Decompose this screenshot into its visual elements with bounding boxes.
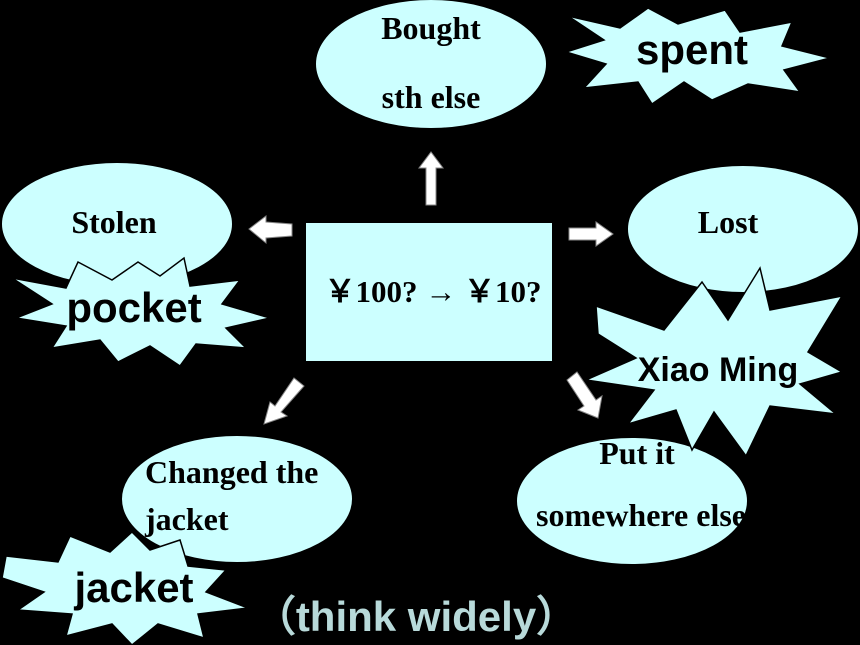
oval-put-it-somewhere-else bbox=[515, 436, 749, 566]
oval-bought-sth-else bbox=[314, 0, 548, 130]
oval-put-line1: Put it bbox=[599, 435, 675, 471]
burst-pocket-text: pocket bbox=[66, 284, 201, 331]
oval-bought-line2: sth else bbox=[382, 79, 481, 115]
burst-jacket bbox=[1, 530, 249, 645]
footer-think-widely: （think widely） bbox=[254, 593, 578, 640]
burst-jacket-text: jacket bbox=[73, 564, 193, 611]
oval-changed-the-jacket bbox=[120, 434, 354, 564]
oval-changed-line1: Changed the bbox=[145, 454, 318, 490]
arrow-left bbox=[248, 214, 293, 245]
oval-put-line2: somewhere else bbox=[536, 497, 746, 533]
arrow-up bbox=[418, 151, 444, 206]
burst-spent bbox=[563, 7, 831, 106]
burst-xiao-ming bbox=[583, 266, 844, 458]
oval-lost bbox=[626, 164, 860, 294]
oval-changed-line2: jacket bbox=[144, 501, 229, 537]
burst-spent-text: spent bbox=[636, 26, 748, 73]
burst-xiao-ming-text: Xiao Ming bbox=[638, 351, 799, 389]
oval-stolen-text: Stolen bbox=[71, 204, 157, 240]
center-box bbox=[304, 221, 554, 363]
arrow-down-left bbox=[263, 377, 305, 425]
center-box-text: ￥100? → ￥10? bbox=[325, 274, 542, 309]
arrow-down-right bbox=[566, 371, 603, 419]
oval-bought-line1: Bought bbox=[381, 10, 481, 46]
arrow-right bbox=[568, 221, 614, 247]
oval-lost-text: Lost bbox=[698, 204, 759, 240]
burst-pocket bbox=[11, 256, 273, 368]
